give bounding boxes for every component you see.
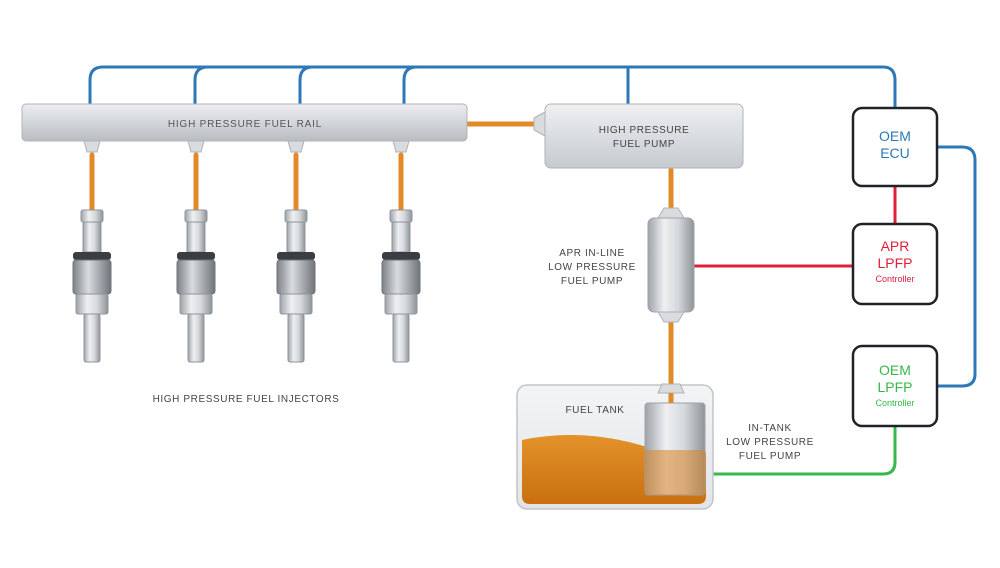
intank-pump-label-1: IN-TANK bbox=[748, 423, 791, 434]
blue-wiring bbox=[88, 65, 977, 388]
oem-lpfp-label-1: OEM bbox=[879, 362, 911, 378]
fuel-injectors bbox=[72, 209, 421, 363]
injector-1 bbox=[72, 209, 112, 363]
fuel-tank-label: FUEL TANK bbox=[565, 405, 624, 416]
fuel-rail: HIGH PRESSURE FUEL RAIL bbox=[21, 103, 468, 153]
in-tank-pump bbox=[644, 383, 706, 496]
inline-pump-label-2: LOW PRESSURE bbox=[548, 262, 636, 273]
injector-3 bbox=[276, 209, 316, 363]
intank-pump-label-2: LOW PRESSURE bbox=[726, 437, 814, 448]
hp-pump-label-2: FUEL PUMP bbox=[613, 139, 675, 150]
red-wiring bbox=[675, 186, 897, 268]
apr-lpfp-label-1: APR bbox=[881, 238, 910, 254]
injectors-label: HIGH PRESSURE FUEL INJECTORS bbox=[153, 394, 340, 405]
hp-pump-label-1: HIGH PRESSURE bbox=[599, 125, 690, 136]
green-wiring bbox=[675, 426, 897, 476]
oem-lpfp-label-3: Controller bbox=[875, 398, 914, 408]
injector-4 bbox=[381, 209, 421, 363]
oem-ecu-label-1: OEM bbox=[879, 128, 911, 144]
apr-inline-pump bbox=[647, 207, 695, 323]
oem-lpfp-controller-box: OEM LPFP Controller bbox=[851, 344, 939, 428]
intank-pump-label-3: FUEL PUMP bbox=[739, 451, 801, 462]
fuel-lines bbox=[89, 121, 674, 387]
fuel-tank: FUEL TANK bbox=[516, 383, 714, 510]
fuel-rail-label: HIGH PRESSURE FUEL RAIL bbox=[168, 119, 322, 130]
oem-lpfp-label-2: LPFP bbox=[877, 379, 912, 395]
inline-pump-label-3: FUEL PUMP bbox=[561, 276, 623, 287]
inline-pump-label-1: APR IN-LINE bbox=[559, 248, 625, 259]
high-pressure-fuel-pump: HIGH PRESSURE FUEL PUMP bbox=[533, 103, 744, 169]
oem-ecu-label-2: ECU bbox=[880, 145, 910, 161]
injector-2 bbox=[176, 209, 216, 363]
apr-lpfp-controller-box: APR LPFP Controller bbox=[851, 222, 939, 306]
oem-ecu-box: OEM ECU bbox=[851, 106, 939, 188]
apr-lpfp-label-2: LPFP bbox=[877, 255, 912, 271]
apr-lpfp-label-3: Controller bbox=[875, 274, 914, 284]
